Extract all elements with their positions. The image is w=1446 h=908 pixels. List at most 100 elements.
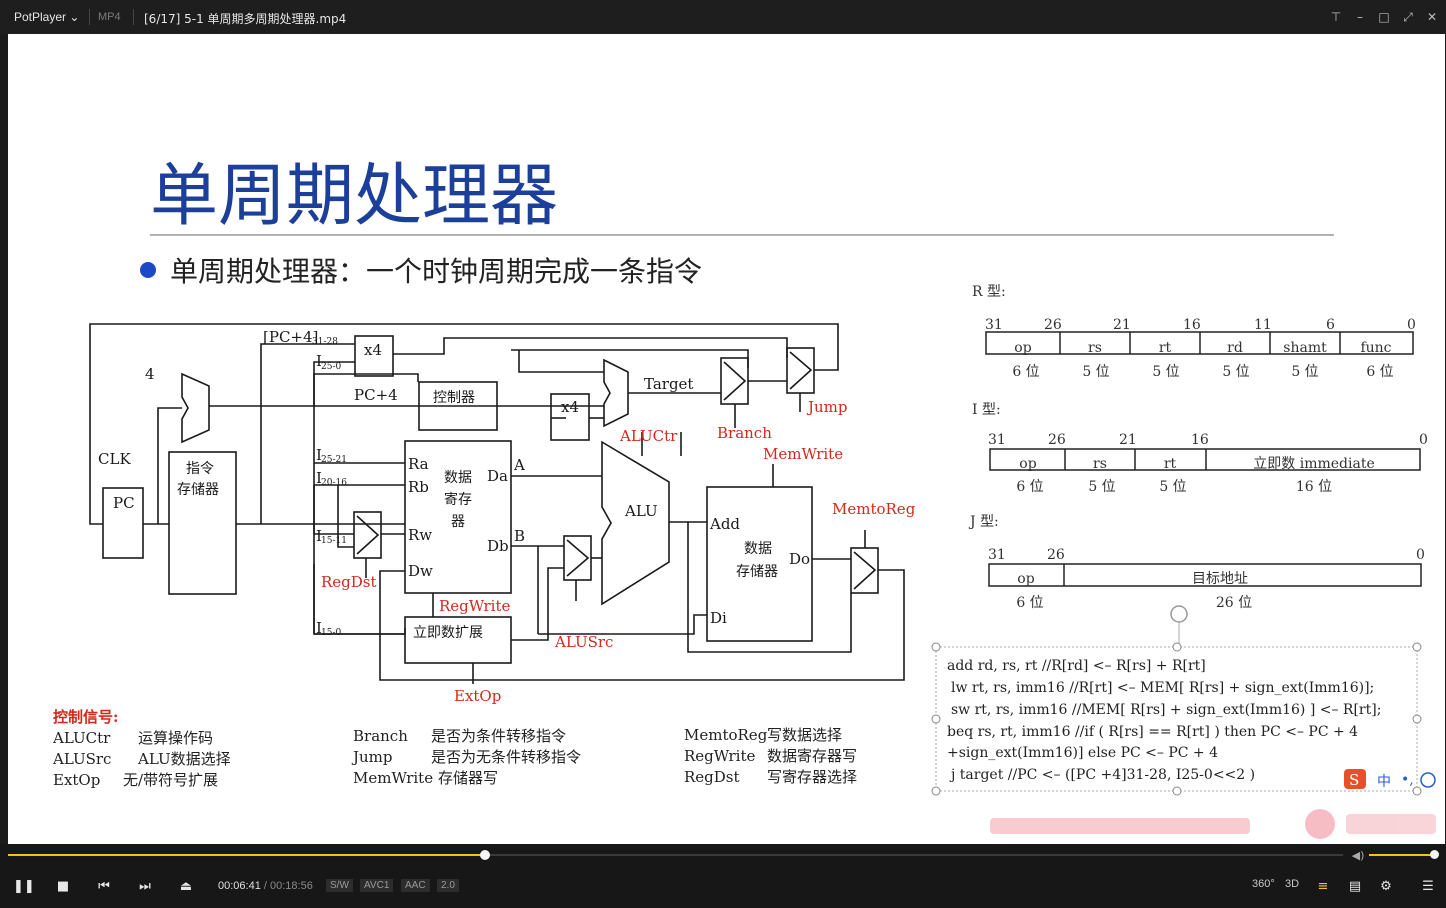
- label-memtoreg: MemtoReg: [832, 500, 916, 518]
- r-field: func: [1360, 340, 1391, 356]
- diagram-labels: [PC+4] 31-28 I 25-0 x4 4 PC+4 控制器 Target…: [98, 328, 916, 705]
- instruction-formats: R 型: 31 26 21 16 11 6 0 op rs rt rd sham…: [968, 284, 1428, 611]
- i-type-box: [989, 448, 1421, 471]
- label-port-b: B: [514, 527, 525, 545]
- i-type-label: I 型:: [972, 402, 1001, 418]
- rotate-handle-icon[interactable]: [1170, 605, 1188, 646]
- eject-icon[interactable]: ⏏: [179, 879, 193, 894]
- label-regfile-2: 寄存: [444, 491, 472, 508]
- r-bit: 0: [1407, 317, 1416, 333]
- j-width: 26 位: [1216, 595, 1252, 611]
- pin-icon[interactable]: ⊤: [1330, 10, 1342, 24]
- time-display: 00:06:41 / 00:18:56: [218, 880, 313, 892]
- seek-bar[interactable]: [8, 850, 1343, 860]
- vr360-button[interactable]: 360°: [1252, 878, 1275, 890]
- tag-audio-codec[interactable]: AAC: [401, 879, 430, 892]
- j-bit: 0: [1416, 547, 1425, 563]
- r-width: 6 位: [1012, 364, 1039, 380]
- signal-desc: 存储器写: [438, 769, 498, 787]
- volume-icon[interactable]: ◀): [1351, 849, 1365, 862]
- label-alu: ALU: [624, 502, 658, 520]
- app-name: PotPlayer: [14, 10, 67, 24]
- previous-icon[interactable]: ⏮: [98, 879, 110, 894]
- label-i150-sub: 15-0: [321, 628, 341, 638]
- label-port-a: A: [513, 456, 525, 474]
- minimize-icon[interactable]: –: [1357, 10, 1363, 24]
- label-controller: 控制器: [433, 390, 475, 406]
- volume-slider[interactable]: [1369, 850, 1439, 859]
- j-field: op: [1017, 571, 1034, 587]
- label-ext: 立即数扩展: [413, 625, 483, 641]
- signal-desc: 数据寄存器写: [767, 747, 857, 765]
- watermark: [990, 809, 1436, 839]
- code-line: beq rs, rt, imm16 //if ( R[rs] == R[rt] …: [947, 724, 1358, 740]
- control-signals-legend: 控制信号: ALUCtr 运算操作码 ALUSrc ALU数据选择 ExtOp …: [52, 708, 857, 789]
- fullscreen-icon[interactable]: ⤢: [1403, 10, 1413, 24]
- slide-canvas: 单周期处理器 单周期处理器：一个时钟周期完成一条指令: [52, 157, 1436, 839]
- r-width: 5 位: [1222, 364, 1249, 380]
- chevron-down-icon: ⌄: [69, 10, 80, 24]
- control-bar: ◀) ❚❚ ■ ⏮ ⏭ ⏏ 00:06:41 / 00:18:56 S/W AV…: [0, 844, 1446, 908]
- maximize-icon[interactable]: □: [1378, 10, 1390, 24]
- menu-icon[interactable]: ☰: [1422, 879, 1434, 894]
- signal-desc: 写寄存器选择: [767, 768, 857, 786]
- label-rw: Rw: [408, 526, 432, 544]
- sogou-icon: [1344, 769, 1366, 789]
- i-bit: 16: [1191, 432, 1209, 448]
- gear-icon[interactable]: ⚙: [1380, 879, 1392, 894]
- label-x4-mid: x4: [561, 398, 579, 416]
- playlist-icon[interactable]: ▤: [1348, 879, 1362, 894]
- r-width: 6 位: [1366, 364, 1393, 380]
- seek-handle[interactable]: [479, 850, 490, 860]
- i-width: 5 位: [1088, 479, 1115, 495]
- close-icon[interactable]: ✕: [1426, 10, 1438, 24]
- tag-renderer[interactable]: S/W: [326, 879, 353, 892]
- data-memory: [706, 486, 813, 642]
- signal-name: ALUSrc: [52, 750, 111, 768]
- seek-progress: [8, 854, 485, 856]
- divider: [89, 9, 90, 25]
- signal-name: Branch: [353, 727, 408, 745]
- code-line: lw rt, rs, imm16 //R[rt] <– MEM[ R[rs] +…: [951, 680, 1374, 696]
- label-alusrc: ALUSrc: [554, 633, 613, 651]
- tag-video-codec[interactable]: AVC1: [360, 879, 394, 892]
- r-field: rs: [1088, 340, 1102, 356]
- search-list-icon[interactable]: ≡: [1317, 879, 1329, 894]
- label-dw: Dw: [408, 562, 433, 580]
- label-ra: Ra: [408, 455, 429, 473]
- label-rb: Rb: [408, 478, 429, 496]
- r-bit: 21: [1113, 317, 1131, 333]
- register-file: [404, 440, 512, 594]
- label-jump: Jump: [806, 398, 848, 416]
- svg-text:S: S: [1349, 771, 1359, 789]
- i-bit: 0: [1419, 432, 1428, 448]
- next-icon[interactable]: ⏭: [139, 879, 151, 894]
- j-bit: 26: [1047, 547, 1065, 563]
- shift-x4-top: [354, 335, 394, 377]
- time-current: 00:06:41: [218, 880, 261, 892]
- time-total: 00:18:56: [270, 880, 313, 892]
- label-regfile-1: 数据: [444, 470, 472, 486]
- r-field: rd: [1227, 340, 1243, 356]
- title-bar: PotPlayer ⌄ MP4 [6/17] 5-1 单周期多周期处理器.mp4…: [0, 0, 1446, 34]
- signal-desc: ALU数据选择: [137, 750, 231, 768]
- label-db: Db: [487, 537, 509, 555]
- stop-icon[interactable]: ■: [56, 879, 70, 894]
- app-menu-button[interactable]: PotPlayer ⌄: [14, 10, 79, 24]
- label-i2016-sub: 20-16: [321, 478, 347, 488]
- video-frame[interactable]: 单周期处理器 单周期处理器：一个时钟周期完成一条指令: [8, 34, 1445, 844]
- pause-icon[interactable]: ❚❚: [13, 879, 35, 894]
- volume-handle[interactable]: [1430, 850, 1439, 859]
- r-type-label: R 型:: [972, 284, 1006, 300]
- sign-extend: [404, 616, 512, 664]
- code-textbox[interactable]: add rd, rs, rt //R[rd] <– R[rs] + R[rt] …: [931, 642, 1422, 796]
- label-pc4-hi-sub: 31-28: [312, 337, 338, 347]
- bullet-dot: [140, 262, 156, 278]
- tag-channels[interactable]: 2.0: [437, 879, 459, 892]
- 3d-button[interactable]: 3D: [1285, 878, 1300, 890]
- label-i2521-sub: 25-21: [321, 455, 347, 465]
- r-bit: 26: [1044, 317, 1062, 333]
- signal-desc: 是否为无条件转移指令: [431, 748, 581, 766]
- r-width: 5 位: [1152, 364, 1179, 380]
- ime-toolbar[interactable]: S 中 •,: [1344, 769, 1436, 790]
